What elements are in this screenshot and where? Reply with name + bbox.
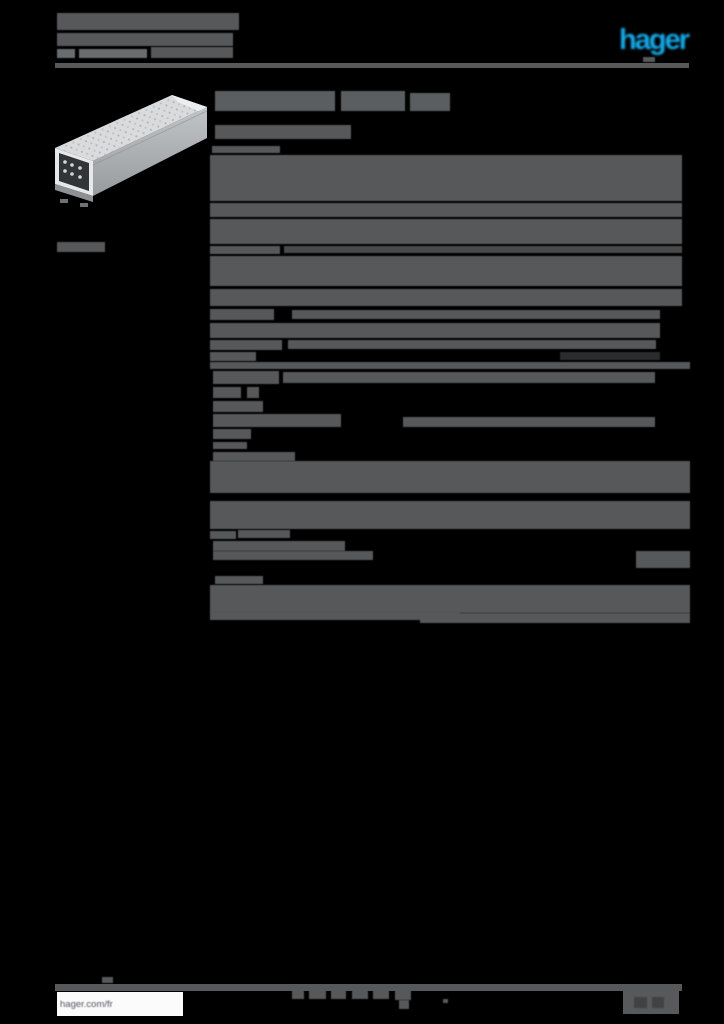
website-link-label: hager.com/fr xyxy=(60,998,113,1010)
spec-row-bar xyxy=(213,371,279,384)
spec-row-bar xyxy=(210,203,682,217)
spec-row-bar xyxy=(213,401,263,412)
footer-small-mark-bar xyxy=(102,977,113,983)
spec-row-bar xyxy=(560,352,660,360)
spec-row-bar xyxy=(636,551,690,568)
spec-row-bar xyxy=(210,256,682,286)
spec-row-bar xyxy=(283,372,655,383)
footer-center-mark-bar xyxy=(395,989,411,1000)
product-title-bar xyxy=(410,93,450,111)
spec-row-bar xyxy=(247,387,259,398)
spec-row-bar xyxy=(288,340,656,349)
spec-row-bar xyxy=(213,452,295,461)
footer-center-mark-bar xyxy=(352,989,368,999)
spec-row-bar xyxy=(420,613,690,623)
product-title-bar xyxy=(341,91,405,111)
spec-row-bar xyxy=(213,414,341,427)
footer-center-mark-bar xyxy=(292,989,304,999)
header-subline-bar xyxy=(79,49,147,58)
website-link[interactable]: hager.com/fr xyxy=(57,992,183,1016)
spec-row-bar xyxy=(210,585,690,613)
spec-row-bar xyxy=(210,340,282,350)
spec-row-bar xyxy=(292,310,660,319)
footer-center-mark-bar xyxy=(309,989,326,999)
spec-row-bar xyxy=(210,501,690,529)
header-divider xyxy=(55,63,689,68)
spec-row-bar xyxy=(210,461,690,493)
spec-row-bar xyxy=(210,362,690,369)
spec-row-bar xyxy=(210,246,280,254)
product-subtitle-bar xyxy=(215,125,351,139)
footer-center-mark-bar xyxy=(399,1000,409,1009)
spec-row-bar xyxy=(210,155,682,201)
spec-row-bar xyxy=(213,429,251,439)
spec-row-bar xyxy=(213,387,241,398)
section-label-bar xyxy=(215,576,263,584)
header-subline-bar xyxy=(151,47,233,58)
spec-row-bar xyxy=(238,530,290,538)
spec-row-bar xyxy=(210,309,274,320)
hager-logo: hager xyxy=(619,24,690,56)
spec-row-bar xyxy=(210,531,236,539)
spec-row-bar xyxy=(210,612,460,620)
header-subline-bar xyxy=(57,49,75,58)
footer-divider xyxy=(55,984,682,991)
spec-row-bar xyxy=(210,323,660,338)
spec-row-bar xyxy=(213,551,373,560)
header-title-line1-bar xyxy=(57,13,239,30)
product-reference-bar xyxy=(57,242,105,252)
spec-row-bar xyxy=(210,352,256,361)
spec-row-bar xyxy=(403,417,655,427)
footer-center-mark-bar xyxy=(331,989,346,999)
product-image-trunking-icon xyxy=(55,95,208,207)
spec-row-bar xyxy=(213,541,345,551)
footer-center-mark-bar xyxy=(373,989,389,999)
spec-row-bar xyxy=(213,442,247,449)
spec-row-bar xyxy=(284,246,682,253)
product-title-bar xyxy=(215,91,335,111)
header-title-line2-bar xyxy=(57,33,233,46)
spec-row-bar xyxy=(210,219,682,244)
page-number-box xyxy=(623,991,679,1014)
spec-row-bar xyxy=(210,289,682,306)
header-right-mark-bar xyxy=(643,57,655,62)
section-label-bar xyxy=(212,146,280,153)
footer-center-mark-bar xyxy=(443,999,448,1003)
